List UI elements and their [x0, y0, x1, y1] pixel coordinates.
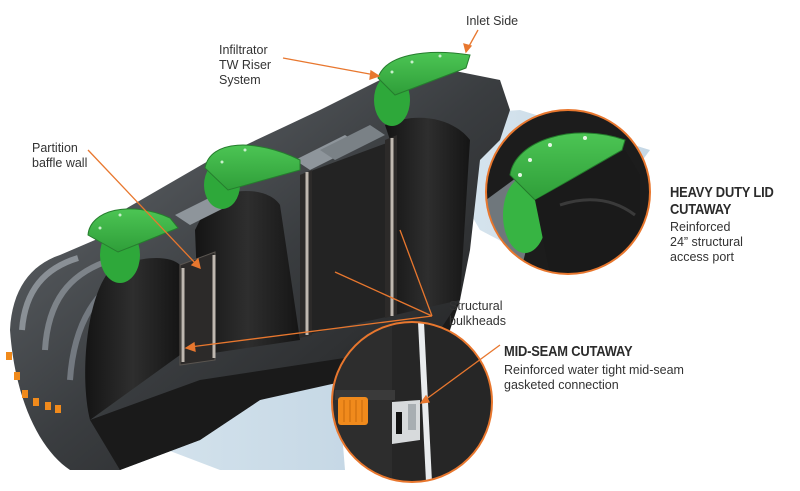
description-line: access port [670, 250, 734, 264]
heading-line: CUTAWAY [670, 201, 732, 218]
heading-line: MID-SEAM CUTAWAY [504, 343, 633, 360]
leader-bulkhead-2 [334, 271, 433, 317]
riser-lid-2 [204, 144, 301, 209]
leader-seam [424, 344, 501, 401]
lid-cutaway-heading: HEAVY DUTY LID CUTAWAY [670, 184, 774, 218]
leader-bulkhead-3 [399, 229, 433, 317]
label-line: Structural [449, 299, 503, 313]
label-structural-bulkheads: Structural bulkheads [449, 299, 506, 329]
riser-lid-1 [87, 208, 179, 283]
label-partition-baffle-wall: Partition baffle wall [32, 141, 87, 171]
riser-lid-3 [374, 51, 471, 126]
label-line: Infiltrator [219, 43, 268, 57]
heading-line: HEAVY DUTY LID [670, 184, 774, 201]
seam-clips [6, 352, 61, 413]
description-line: gasketed connection [504, 378, 619, 392]
leader-partition [87, 149, 198, 266]
label-line: TW Riser [219, 58, 272, 72]
label-inlet-side: Inlet Side [466, 14, 518, 29]
seam-cutaway-heading: MID-SEAM CUTAWAY [504, 343, 633, 360]
label-line: Partition [32, 141, 78, 155]
description-line: Reinforced water tight mid-seam [504, 363, 684, 377]
label-line: baffle wall [32, 156, 88, 170]
description-line: Reinforced [670, 220, 731, 234]
lid-cutaway-detail [485, 109, 651, 275]
seam-cutaway-detail [331, 321, 493, 483]
description-line: 24” structural [670, 235, 743, 249]
callout-leaders [87, 29, 501, 404]
tank-body [6, 70, 510, 470]
seam-cutaway-description: Reinforced water tight mid-seam gasketed… [504, 363, 684, 393]
label-line: Inlet Side [466, 14, 519, 28]
label-line: bulkheads [449, 314, 506, 328]
leader-riser-system [282, 57, 376, 76]
leader-bulkhead-1 [189, 315, 433, 348]
label-riser-system: Infiltrator TW Riser System [219, 43, 271, 88]
label-line: System [219, 73, 261, 87]
lid-cutaway-description: Reinforced 24” structural access port [670, 220, 743, 265]
